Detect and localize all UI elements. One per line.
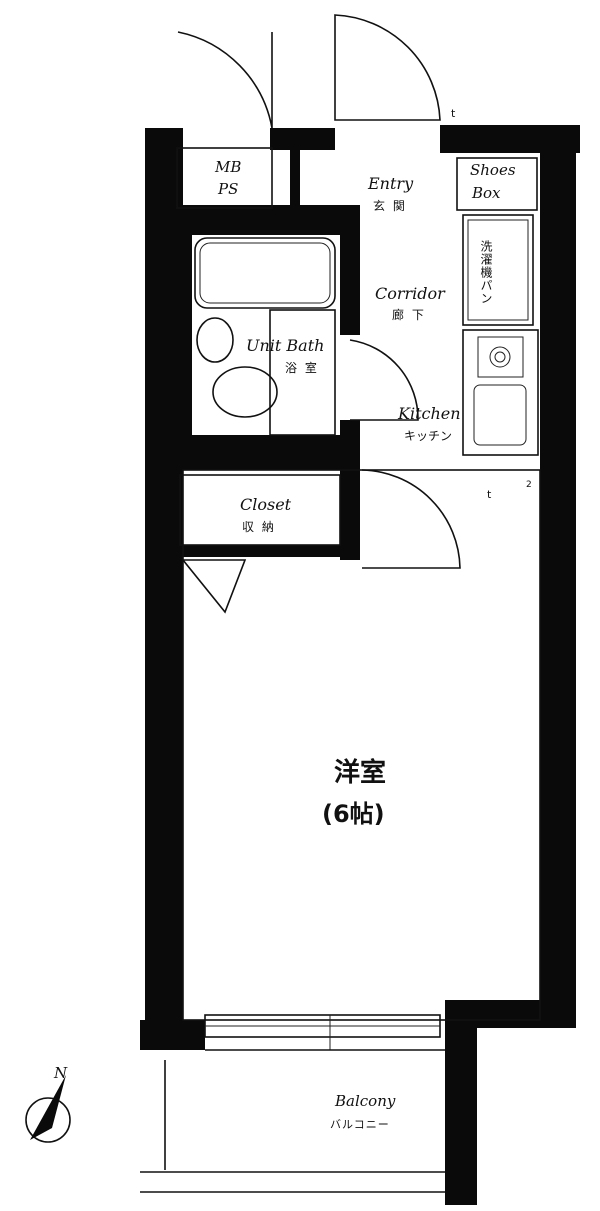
south-wall-left	[140, 1020, 205, 1050]
closet-south-wall	[180, 545, 350, 557]
closet-door	[181, 559, 247, 614]
bath-south-wall	[180, 435, 360, 470]
west-wall	[145, 128, 183, 1028]
washbasin	[196, 317, 234, 363]
shoes-box-line1: Shoes	[470, 161, 516, 179]
room-door	[361, 469, 461, 569]
corridor-label-jp: 廊 下	[392, 308, 426, 322]
kitchen-label-jp: キッチン	[404, 429, 453, 443]
entry-label: Entry	[368, 174, 414, 193]
compass-circle	[25, 1097, 71, 1143]
phone-outlet-room-symbol: t	[487, 488, 492, 501]
washer-pan-label: 洗濯機パン	[479, 240, 493, 305]
closet-east-wall	[340, 420, 360, 560]
balcony-label: Balcony	[335, 1092, 396, 1110]
closet-label: Closet	[240, 495, 292, 514]
washer-inner	[467, 219, 529, 321]
sink	[473, 384, 527, 446]
western-room-size: (6帖)	[322, 800, 385, 828]
mbps-line2: PS	[218, 180, 239, 198]
north-wall-left	[145, 128, 177, 150]
entry-label-jp: 玄 関	[373, 199, 407, 213]
outlet-count-symbol: 2	[526, 480, 532, 490]
kitchen-counter	[462, 329, 539, 456]
phone-outlet-symbol: t	[451, 107, 456, 120]
shoes-box-outline	[456, 157, 538, 211]
entry-door	[334, 14, 441, 121]
bath-east-wall	[340, 205, 360, 335]
mbps-box	[176, 147, 273, 209]
entry-wall	[290, 150, 300, 210]
north-wall-mid	[270, 128, 335, 150]
kitchen-label: Kitchen	[398, 404, 461, 423]
north-wall-right	[440, 125, 580, 153]
unit-bath-label-jp: 浴 室	[285, 361, 319, 375]
mbps-line1: MB	[215, 158, 242, 176]
western-room-name: 洋室	[334, 758, 387, 788]
unit-bath-label: Unit Bath	[246, 336, 325, 355]
toilet	[212, 366, 278, 418]
bath-door	[349, 339, 419, 421]
bath-partition	[269, 309, 336, 436]
bath-north-wall	[180, 205, 360, 235]
stove	[477, 336, 524, 378]
balcony-label-jp: バルコニー	[330, 1118, 390, 1131]
compass-needle	[30, 1075, 66, 1140]
bathtub	[194, 237, 336, 309]
balcony-divider-wall	[445, 1000, 477, 1205]
corridor-label: Corridor	[375, 284, 445, 303]
closet-label-jp: 収 納	[242, 520, 276, 534]
western-room-outline	[182, 469, 541, 1021]
mbps-door	[177, 31, 273, 129]
washer-pan	[462, 214, 534, 326]
closet-box	[179, 474, 341, 546]
compass-north-label: N	[54, 1064, 68, 1082]
east-wall	[540, 150, 576, 1020]
shoes-box-line2: Box	[472, 184, 501, 202]
bath-west-wall	[180, 205, 192, 470]
